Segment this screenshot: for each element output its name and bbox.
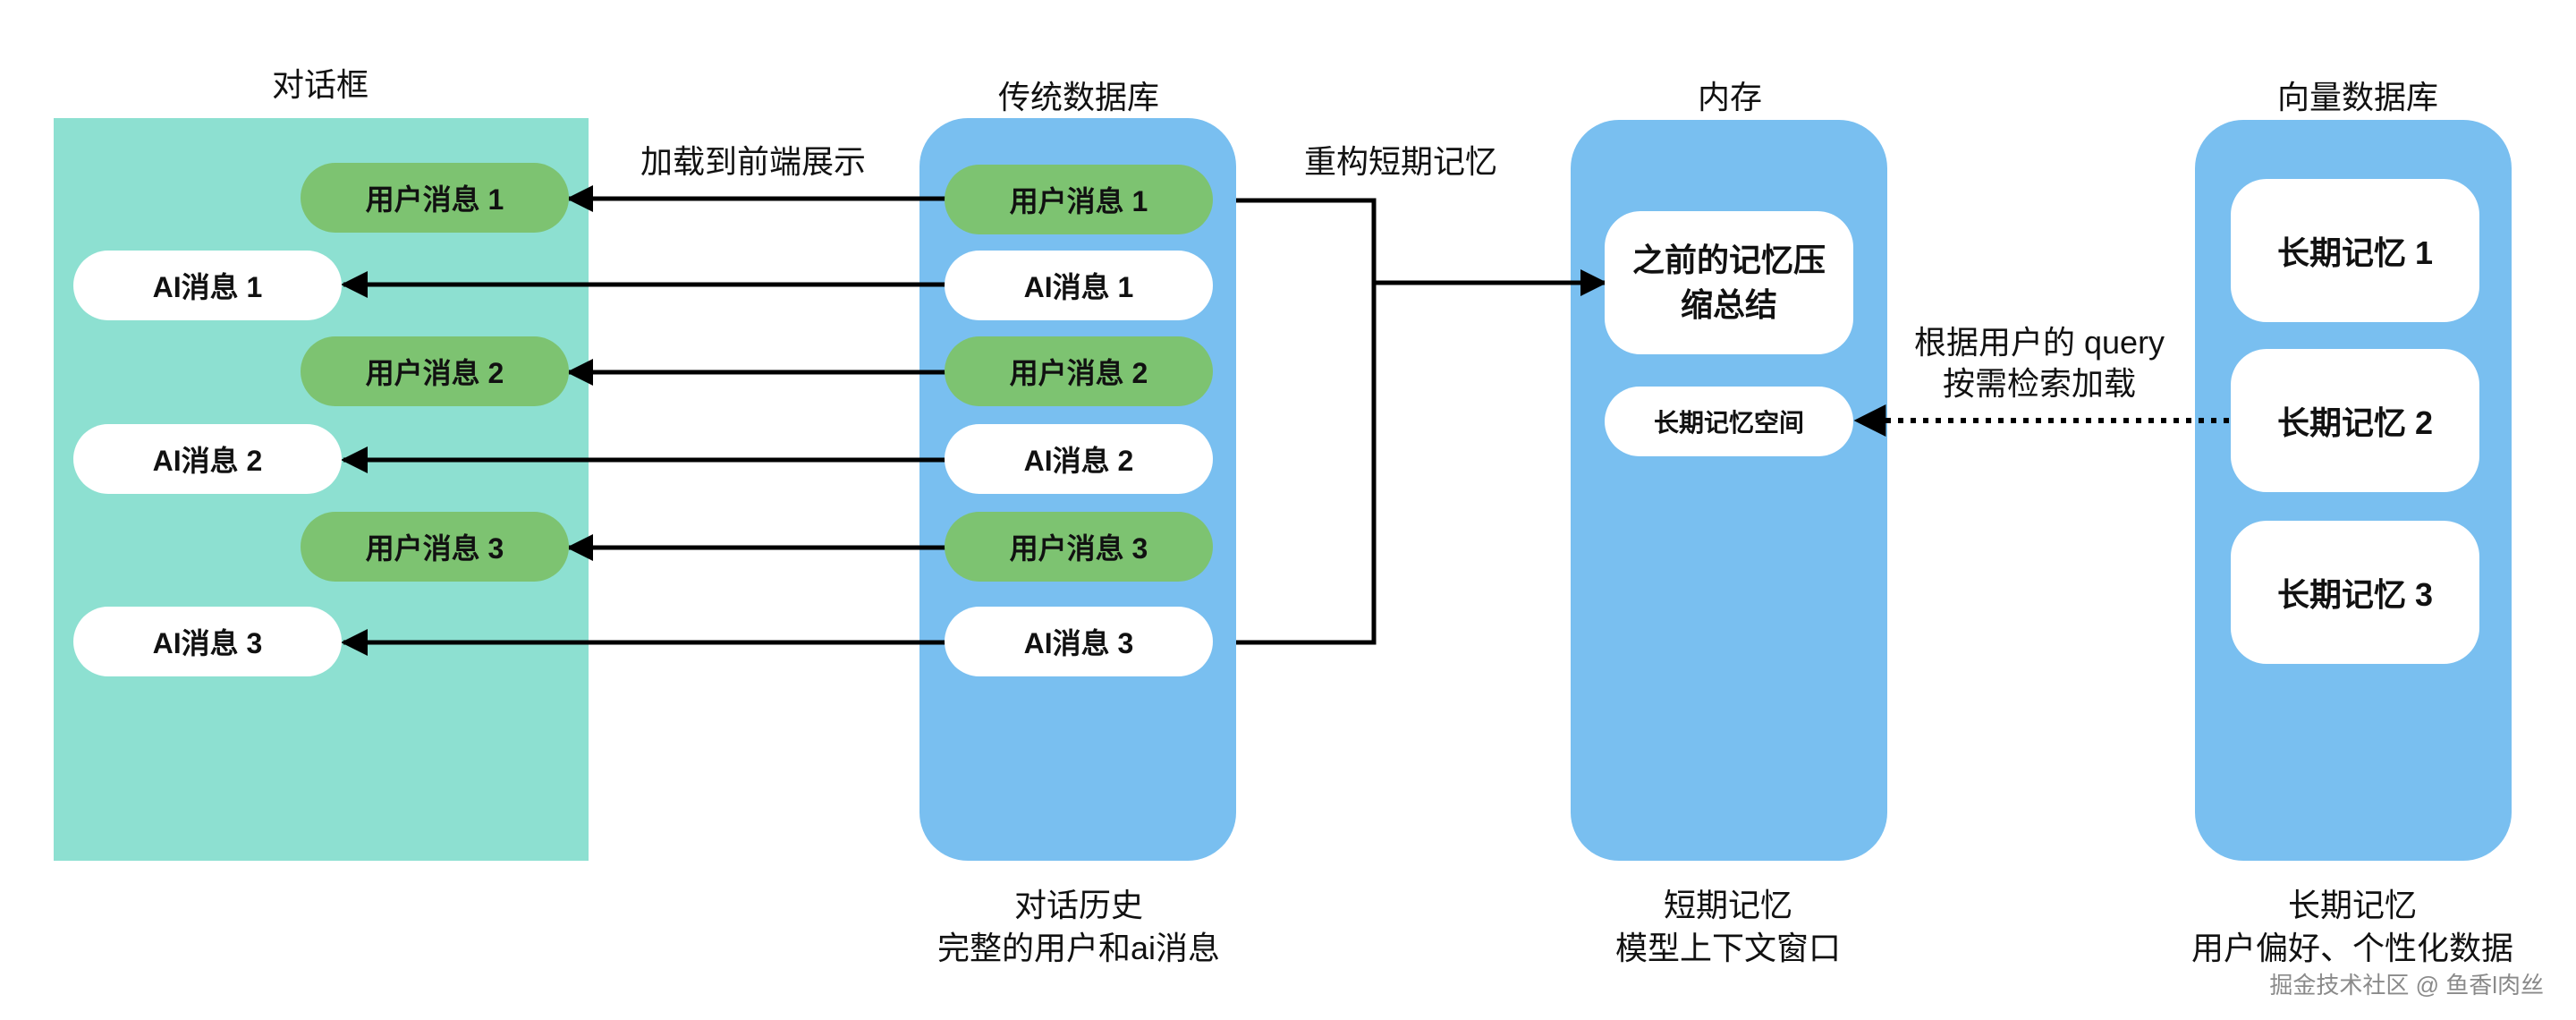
dialog-user-message-2[interactable]: 用户消息 2 [301, 336, 569, 406]
memory-caption-line1: 短期记忆 [1663, 887, 1793, 923]
vector-db-caption: 长期记忆 用户偏好、个性化数据 [2191, 884, 2513, 970]
db-ai-message-3[interactable]: AI消息 3 [945, 607, 1213, 676]
memory-title: 内存 [1697, 79, 1763, 115]
memory-summary-line2: 缩总结 [1680, 286, 1777, 323]
traditional-db-caption: 对话历史 完整的用户和ai消息 [937, 884, 1220, 970]
traditional-db-caption-line2: 完整的用户和ai消息 [936, 930, 1221, 966]
dialog-user-message-1[interactable]: 用户消息 1 [301, 163, 569, 233]
memory-caption-line2: 模型上下文窗口 [1614, 930, 1842, 966]
retrieve-label-line2: 按需检索加载 [1942, 365, 2136, 402]
retrieve-label: 根据用户的 query 按需检索加载 [1914, 322, 2165, 404]
db-user-message-3[interactable]: 用户消息 3 [945, 512, 1213, 582]
vector-db-caption-line2: 用户偏好、个性化数据 [2190, 930, 2514, 966]
memory-caption: 短期记忆 模型上下文窗口 [1615, 884, 1841, 970]
dialog-title: 对话框 [271, 66, 369, 103]
watermark: 掘金技术社区 @ 鱼香l肉丝 [2269, 972, 2544, 999]
long-term-memory-1[interactable]: 长期记忆 1 [2231, 179, 2479, 322]
traditional-db-caption-line1: 对话历史 [1013, 887, 1143, 923]
long-term-memory-3[interactable]: 长期记忆 3 [2231, 521, 2479, 664]
memory-summary-line1: 之前的记忆压 [1631, 242, 1826, 278]
db-user-message-2[interactable]: 用户消息 2 [945, 336, 1213, 406]
vector-db-title: 向量数据库 [2276, 79, 2439, 115]
vector-db-caption-line1: 长期记忆 [2287, 887, 2418, 923]
db-ai-message-1[interactable]: AI消息 1 [945, 251, 1213, 320]
dialog-ai-message-2[interactable]: AI消息 2 [73, 424, 342, 494]
retrieve-label-line1: 根据用户的 query [1914, 324, 2165, 361]
rebuild-short-term-label: 重构短期记忆 [1304, 143, 1498, 180]
traditional-db-title: 传统数据库 [997, 79, 1160, 115]
long-term-memory-2[interactable]: 长期记忆 2 [2231, 349, 2479, 492]
dialog-ai-message-1[interactable]: AI消息 1 [73, 251, 342, 320]
memory-summary-box[interactable]: 之前的记忆压 缩总结 [1605, 211, 1853, 354]
long-term-space-box[interactable]: 长期记忆空间 [1605, 387, 1853, 456]
rebuild-bracket [1236, 198, 1377, 645]
load-frontend-label: 加载到前端展示 [640, 143, 867, 180]
dialog-user-message-3[interactable]: 用户消息 3 [301, 512, 569, 582]
db-user-message-1[interactable]: 用户消息 1 [945, 165, 1213, 234]
dialog-ai-message-3[interactable]: AI消息 3 [73, 607, 342, 676]
db-ai-message-2[interactable]: AI消息 2 [945, 424, 1213, 494]
